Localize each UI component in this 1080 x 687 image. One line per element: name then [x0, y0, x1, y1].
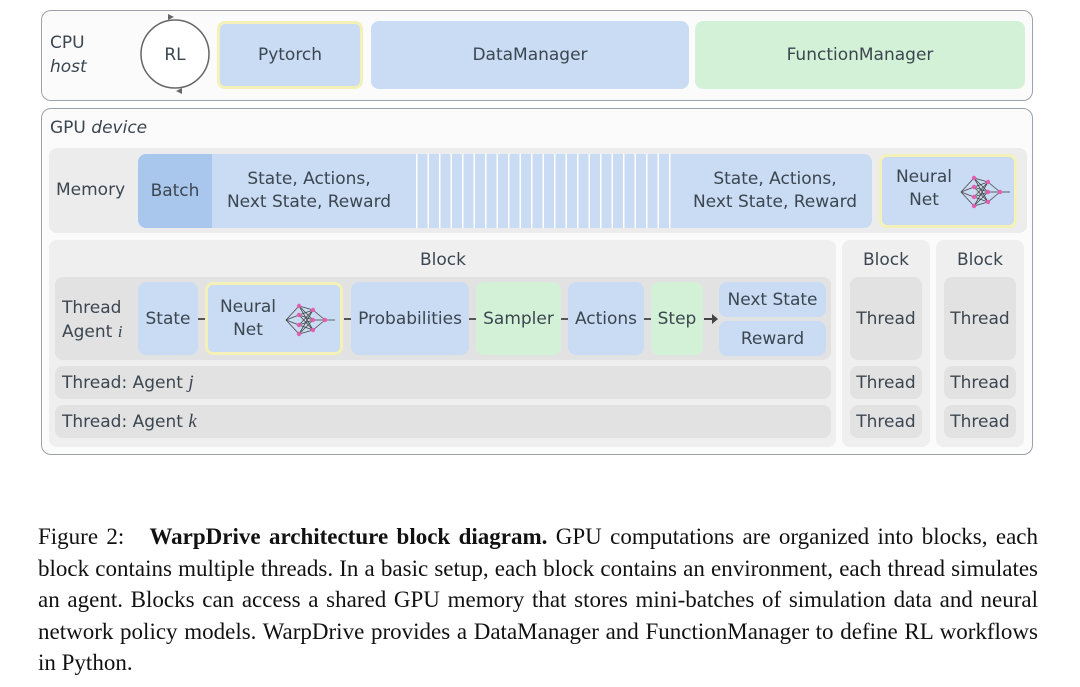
pytorch-box: Pytorch: [217, 21, 363, 89]
caption-title: WarpDrive architecture block diagram.: [149, 524, 548, 549]
block-2-thread-2: Thread: [850, 366, 922, 399]
memory-neural-net-label: Neural Net: [888, 166, 960, 212]
cpu-label: CPU: [50, 33, 85, 53]
step-box: Step: [651, 282, 703, 355]
thread-label-agent-i: i: [117, 322, 123, 341]
cpu-host-label: host: [50, 57, 87, 77]
thread-nn-line2: Net: [233, 320, 263, 340]
thread-label-agent: Agent: [62, 322, 113, 342]
thread-neural-net-label: Neural Net: [212, 296, 284, 342]
block-2-title: Block: [863, 250, 909, 270]
thread-agent-i-label: Thread Agent i: [62, 297, 122, 344]
connector-2: [344, 318, 351, 320]
thread-agent-k-var: k: [188, 411, 197, 432]
block-3-thread-3: Thread: [944, 405, 1016, 438]
memory-neural-net-icon: [960, 175, 1010, 209]
connector-5: [644, 318, 651, 320]
block-3-thread-2: Thread: [944, 366, 1016, 399]
gpu-label: GPU: [50, 118, 86, 138]
sampler-box: Sampler: [476, 282, 561, 355]
memory-chunk-2: State, Actions, Next State, Reward: [678, 154, 872, 228]
connector-4: [561, 318, 568, 320]
block-3-title: Block: [957, 250, 1003, 270]
block-3-thread-1: Thread: [944, 277, 1016, 360]
next-state-box: Next State: [719, 282, 826, 317]
thread-agent-k-row: [55, 405, 831, 438]
caption-body: GPU computations are organized into bloc…: [38, 524, 1038, 675]
datamanager-box: DataManager: [371, 21, 689, 89]
thread-nn-line1: Neural: [219, 297, 277, 317]
thread-agent-j-label: Thread: Agent j: [62, 372, 194, 394]
memory-chunk-1-line1: State, Actions,: [247, 169, 371, 189]
caption-prefix: Figure 2:: [38, 524, 125, 549]
thread-agent-k-label: Thread: Agent k: [62, 411, 197, 433]
memory-nn-line1: Neural: [895, 167, 953, 187]
thread-label-line2-wrap: Agent i: [62, 320, 122, 344]
arrow-right-icon: [704, 314, 718, 324]
probabilities-box: Probabilities: [351, 282, 469, 355]
thread-agent-j-prefix: Thread: Agent: [62, 373, 183, 393]
block-main-title: Block: [420, 250, 466, 270]
thread-neural-net-icon: [285, 303, 335, 337]
memory-chunk-2-line2: Next State, Reward: [692, 192, 858, 212]
functionmanager-box: FunctionManager: [695, 21, 1025, 89]
actions-box: Actions: [568, 282, 644, 355]
memory-nn-line2: Net: [909, 190, 939, 210]
rl-cycle-icon: [140, 14, 210, 94]
memory-chunk-1: State, Actions, Next State, Reward: [212, 154, 406, 228]
batch-box: Batch: [138, 154, 212, 228]
block-2-thread-1: Thread: [850, 277, 922, 360]
thread-agent-j-var: j: [188, 372, 194, 393]
memory-chunk-1-line2: Next State, Reward: [226, 192, 392, 212]
state-box: State: [138, 282, 198, 355]
memory-chunk-2-line1: State, Actions,: [713, 169, 837, 189]
connector-3: [469, 318, 476, 320]
thread-agent-j-row: [55, 366, 831, 399]
gpu-device-sublabel: device: [91, 118, 148, 138]
rl-label: RL: [164, 45, 186, 65]
memory-label: Memory: [56, 180, 126, 200]
memory-neural-net-box: [879, 154, 1017, 228]
thread-neural-net-box: [205, 282, 343, 355]
connector-1: [198, 318, 205, 320]
thread-agent-k-prefix: Thread: Agent: [62, 412, 183, 432]
figure-caption: Figure 2: WarpDrive architecture block d…: [38, 521, 1038, 679]
block-2-thread-3: Thread: [850, 405, 922, 438]
gpu-device-label: GPU device: [50, 118, 147, 138]
thread-label-line1: Thread: [62, 298, 122, 318]
reward-box: Reward: [719, 321, 826, 356]
memory-stripes: [406, 154, 678, 228]
